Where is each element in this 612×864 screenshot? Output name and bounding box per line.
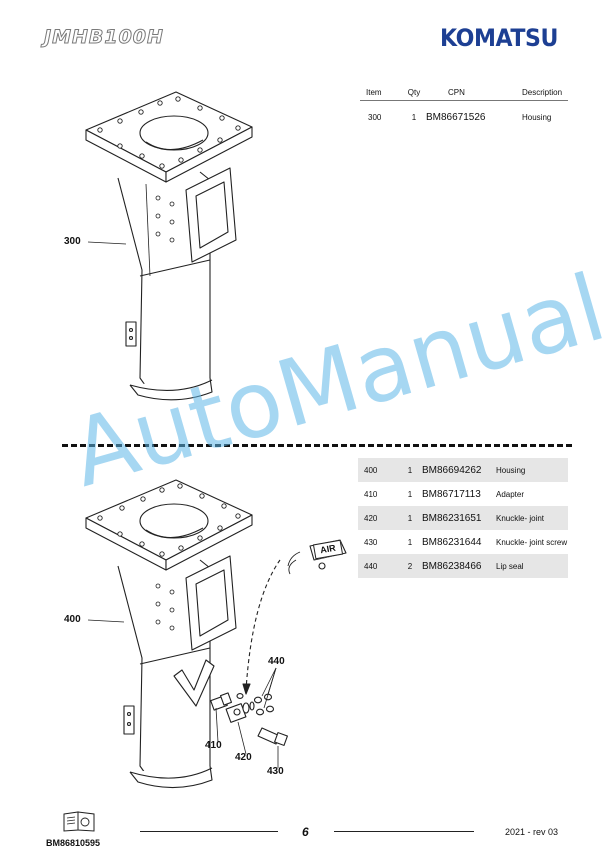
cell-item: 430: [364, 537, 378, 547]
document-number: BM86810595: [46, 838, 101, 848]
table-row: 440 2 BM86238466 Lip seal: [358, 554, 568, 578]
cell-item: 410: [364, 489, 378, 499]
parts-table-upper: Item Qty CPN Description 300 1 BM8667152…: [360, 84, 568, 133]
leader-lines: [87, 241, 279, 768]
cell-qty: 1: [407, 537, 413, 547]
cell-cpn: BM86231644: [422, 536, 482, 548]
callout-420: 420: [235, 752, 252, 763]
komatsu-logo: KOMATSU: [440, 24, 558, 52]
cell-qty: 1: [407, 489, 413, 499]
cell-cpn: BM86238466: [422, 560, 482, 572]
cell-cpn: BM86694262: [422, 464, 482, 476]
cell-cpn: BM86717113: [422, 488, 481, 500]
cell-qty: 1: [407, 465, 413, 475]
cell-item: 420: [364, 513, 378, 523]
cell-description: Adapter: [496, 489, 525, 499]
table-row: 420 1 BM86231651 Knuckle- joint: [358, 506, 568, 530]
table-row: 430 1 BM86231644 Knuckle- joint screw: [358, 530, 568, 554]
footer-rule-left: [140, 831, 278, 832]
table-row: 400 1 BM86694262 Housing: [358, 458, 568, 482]
page-number: 6: [302, 825, 309, 839]
cell-description: Housing: [522, 112, 552, 122]
column-header-description: Description: [522, 87, 563, 97]
column-header-cpn: CPN: [448, 87, 465, 97]
housing-300-drawing: [85, 91, 253, 401]
fittings-drawing: [210, 692, 288, 746]
cell-item: 400: [364, 465, 378, 475]
section-divider: [62, 444, 572, 447]
column-header-item: Item: [366, 87, 382, 97]
cell-qty: 2: [407, 561, 413, 571]
callout-440: 440: [268, 656, 285, 667]
cell-description: Knuckle- joint: [496, 513, 545, 523]
column-header-qty: Qty: [407, 87, 421, 97]
parts-table-lower: 400 1 BM86694262 Housing 410 1 BM8671711…: [358, 458, 568, 578]
table-header-row: Item Qty CPN Description: [360, 84, 568, 101]
footer-rule-right: [334, 831, 474, 832]
table-row: 410 1 BM86717113 Adapter: [358, 482, 568, 506]
cell-cpn: BM86671526: [426, 111, 486, 123]
callout-300: 300: [64, 236, 81, 247]
housing-400-drawing: [85, 479, 253, 789]
manual-book-icon: [63, 811, 95, 832]
cell-qty: 1: [411, 112, 417, 122]
cell-qty: 1: [407, 513, 413, 523]
callout-430: 430: [267, 766, 284, 777]
callout-410: 410: [205, 740, 222, 751]
table-row: 300 1 BM86671526 Housing: [360, 101, 568, 134]
cell-cpn: BM86231651: [422, 512, 482, 524]
cell-description: Housing: [496, 465, 526, 475]
callout-400: 400: [64, 614, 81, 625]
model-logo: JMHB100H: [44, 26, 164, 49]
revision-label: 2021 - rev 03: [505, 827, 559, 837]
cell-item: 300: [368, 112, 382, 122]
cell-item: 440: [364, 561, 378, 571]
cell-description: Lip seal: [496, 561, 524, 571]
air-connection: [242, 539, 347, 695]
cell-description: Knuckle- joint screw: [496, 537, 568, 547]
